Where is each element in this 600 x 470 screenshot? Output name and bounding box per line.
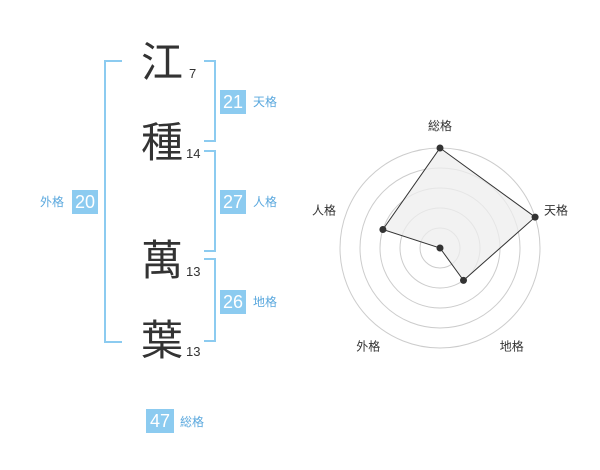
tenkaku-value: 21 — [220, 90, 246, 114]
radar-axis-label-5: 人格 — [312, 202, 336, 217]
name-char-1: 江 — [140, 38, 183, 87]
gaikaku-value: 20 — [72, 190, 98, 214]
radar-point-1 — [436, 144, 444, 152]
radar-axis-label-2: 天格 — [544, 202, 568, 217]
soukaku-value: 47 — [146, 409, 174, 433]
chikaku-value: 26 — [220, 290, 246, 314]
jinkaku-bracket — [204, 150, 216, 252]
stroke-count-3: 13 — [186, 264, 201, 279]
radar-point-5 — [379, 226, 387, 233]
stroke-count-1: 7 — [189, 66, 197, 81]
radar-axis-label-3: 地格 — [500, 339, 524, 354]
radar-area — [382, 147, 536, 282]
radar-point-4 — [436, 244, 444, 252]
radar-point-3 — [460, 276, 467, 284]
soukaku-label: 総格 — [180, 415, 205, 429]
chikaku-bracket — [204, 258, 216, 342]
radar-points — [379, 144, 539, 284]
jinkaku-value: 27 — [220, 190, 246, 214]
gaikaku-label: 外格 — [40, 195, 65, 209]
stroke-count-4: 13 — [186, 344, 201, 359]
radar-axis-label-1: 総格 — [428, 118, 452, 133]
radar-point-2 — [531, 213, 539, 221]
jinkaku-label: 人格 — [253, 195, 278, 209]
chikaku-label: 地格 — [253, 295, 278, 309]
gaikaku-bracket — [104, 60, 122, 343]
radar-axis-label-4: 外格 — [356, 339, 380, 354]
stroke-count-2: 14 — [186, 146, 201, 161]
name-char-3: 萬 — [140, 236, 183, 285]
tenkaku-label: 天格 — [253, 95, 278, 109]
tenkaku-bracket — [204, 60, 216, 142]
name-char-2: 種 — [140, 118, 183, 167]
name-char-4: 葉 — [140, 316, 183, 365]
